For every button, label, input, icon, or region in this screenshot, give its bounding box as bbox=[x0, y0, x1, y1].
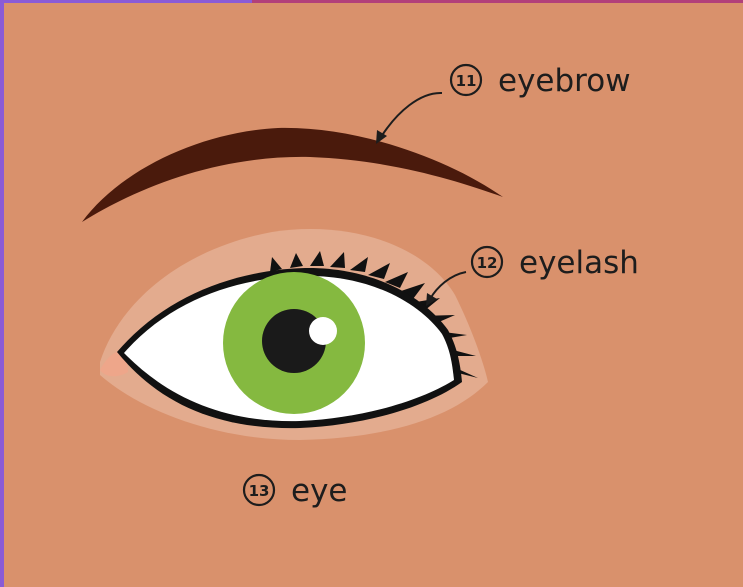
pupil-highlight bbox=[309, 317, 337, 345]
eyelash-label: eyelash bbox=[519, 245, 639, 281]
eyebrow-number: 11 bbox=[456, 72, 477, 90]
eye-label: eye bbox=[291, 473, 348, 509]
eyebrow-pointer-arrow bbox=[376, 93, 442, 144]
eye-number: 13 bbox=[249, 482, 270, 500]
eyebrow-label: eyebrow bbox=[498, 63, 631, 99]
label-eyelash: 12 eyelash bbox=[472, 245, 639, 281]
label-eyebrow: 11 eyebrow bbox=[451, 63, 631, 99]
eyebrow bbox=[82, 128, 503, 222]
label-eye: 13 eye bbox=[244, 473, 348, 509]
eyelash-number: 12 bbox=[477, 254, 498, 272]
